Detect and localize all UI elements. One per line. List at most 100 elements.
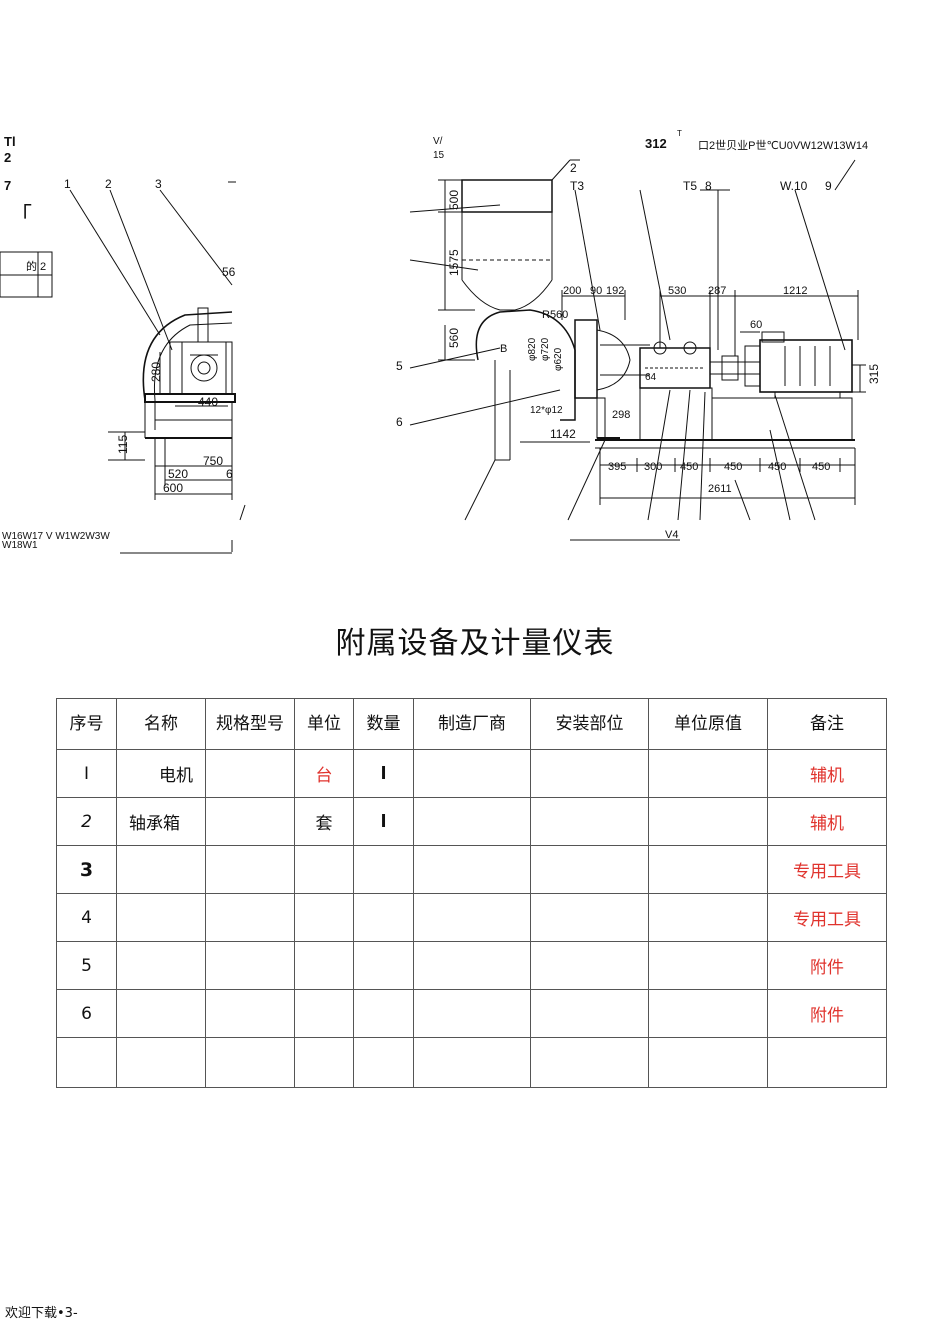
header-remark: 备注 [767, 698, 887, 750]
cell-spec [205, 1037, 295, 1088]
cell-value [648, 989, 768, 1038]
header-maker: 制造厂商 [413, 698, 531, 750]
svg-text:15: 15 [433, 150, 445, 161]
svg-text:450: 450 [768, 461, 786, 473]
cell-name [116, 893, 206, 942]
cell-remark: 辅机 [767, 749, 887, 798]
svg-text:64: 64 [645, 372, 657, 383]
table-row: 4 专用工具 [56, 893, 887, 942]
table-row: 5 附件 [56, 941, 887, 990]
svg-text:560: 560 [447, 328, 461, 348]
cell-maker [413, 797, 531, 846]
cell-spec [205, 989, 295, 1038]
table-row: I 电机 台 l 辅机 [56, 749, 887, 798]
cell-maker [413, 941, 531, 990]
svg-text:300: 300 [644, 461, 662, 473]
svg-text:口2世贝业P世℃U0VW12W13W14: 口2世贝业P世℃U0VW12W13W14 [698, 139, 868, 152]
svg-text:W.10: W.10 [780, 179, 808, 193]
svg-text:90: 90 [590, 285, 602, 297]
cell-location [530, 989, 649, 1038]
cell-qty [353, 845, 414, 894]
svg-text:6: 6 [396, 415, 403, 429]
table-row [56, 1037, 887, 1088]
left-table-text: 的 2 [26, 261, 47, 273]
cell-spec [205, 845, 295, 894]
left-label-bracket: 「 [10, 203, 33, 228]
svg-text:280: 280 [149, 362, 163, 382]
cell-value [648, 845, 768, 894]
cell-unit [294, 845, 354, 894]
header-qty: 数量 [353, 698, 414, 750]
header-name: 名称 [116, 698, 206, 750]
fan-assembly-drawing: 1 2 3 56 440 280 115 750 520 600 6 312 T… [0, 120, 950, 570]
left-bottom-text: W16W17 V W1W2W3W W18W1 [2, 531, 110, 551]
table-row: 2 轴承箱 套 l 辅机 [56, 797, 887, 846]
table-header-row: 序号 名称 规格型号 单位 数量 制造厂商 安装部位 单位原值 备注 [56, 698, 887, 750]
cell-qty: l [353, 749, 414, 798]
cell-location [530, 1037, 649, 1088]
left-label-7: 7 [4, 178, 12, 193]
svg-text:60: 60 [750, 319, 762, 331]
cell-name: 电机 [116, 749, 206, 798]
equipment-table: 序号 名称 规格型号 单位 数量 制造厂商 安装部位 单位原值 备注 I 电机 … [56, 698, 887, 1088]
cell-no: 6 [56, 989, 117, 1038]
svg-text:520: 520 [168, 467, 188, 481]
cell-spec [205, 797, 295, 846]
cell-unit: 套 [294, 797, 354, 846]
svg-text:2: 2 [570, 161, 577, 175]
svg-text:6: 6 [226, 467, 233, 481]
svg-text:8: 8 [705, 179, 712, 193]
cell-no: I [56, 749, 117, 798]
cell-name [116, 1037, 206, 1088]
svg-text:530: 530 [668, 285, 686, 297]
svg-text:450: 450 [812, 461, 830, 473]
cell-value [648, 797, 768, 846]
cell-qty [353, 989, 414, 1038]
svg-text:56: 56 [222, 265, 236, 279]
cell-remark [767, 1037, 887, 1088]
cell-unit [294, 893, 354, 942]
left-label-2: 2 [4, 150, 12, 165]
cell-no: 4 [56, 893, 117, 942]
cell-remark: 专用工具 [767, 845, 887, 894]
svg-text:T5: T5 [683, 179, 697, 193]
cell-maker [413, 749, 531, 798]
svg-text:395: 395 [608, 461, 626, 473]
cell-unit [294, 989, 354, 1038]
svg-text:T3: T3 [570, 179, 584, 193]
page-footer: 欢迎下载•3- [5, 1306, 78, 1321]
cell-qty: l [353, 797, 414, 846]
cell-name [116, 941, 206, 990]
cell-location [530, 797, 649, 846]
svg-text:1142: 1142 [550, 427, 576, 441]
cell-spec [205, 893, 295, 942]
cell-name [116, 845, 206, 894]
svg-text:440: 440 [198, 395, 218, 409]
svg-text:298: 298 [612, 409, 630, 421]
drawing-svg: 1 2 3 56 440 280 115 750 520 600 6 312 T… [0, 129, 881, 554]
header-value: 单位原值 [648, 698, 768, 750]
svg-text:1575: 1575 [447, 249, 461, 276]
svg-text:V/: V/ [433, 136, 443, 147]
svg-text:2: 2 [105, 177, 112, 191]
header-location: 安装部位 [530, 698, 649, 750]
cell-name [116, 989, 206, 1038]
cell-value [648, 941, 768, 990]
cell-qty [353, 1037, 414, 1088]
left-label-tl: Tl [4, 134, 16, 149]
svg-text:500: 500 [447, 190, 461, 210]
cell-unit: 台 [294, 749, 354, 798]
svg-text:T: T [677, 129, 682, 138]
cell-remark: 附件 [767, 989, 887, 1038]
table-row: 3 专用工具 [56, 845, 887, 894]
cell-value [648, 749, 768, 798]
svg-text:φ720: φ720 [540, 337, 551, 361]
svg-text:V4: V4 [665, 529, 678, 541]
svg-text:450: 450 [680, 461, 698, 473]
svg-text:φ620: φ620 [553, 347, 564, 371]
cell-value [648, 893, 768, 942]
cell-maker [413, 989, 531, 1038]
svg-text:600: 600 [163, 481, 183, 495]
svg-text:450: 450 [724, 461, 742, 473]
svg-text:12*φ12: 12*φ12 [530, 405, 563, 416]
